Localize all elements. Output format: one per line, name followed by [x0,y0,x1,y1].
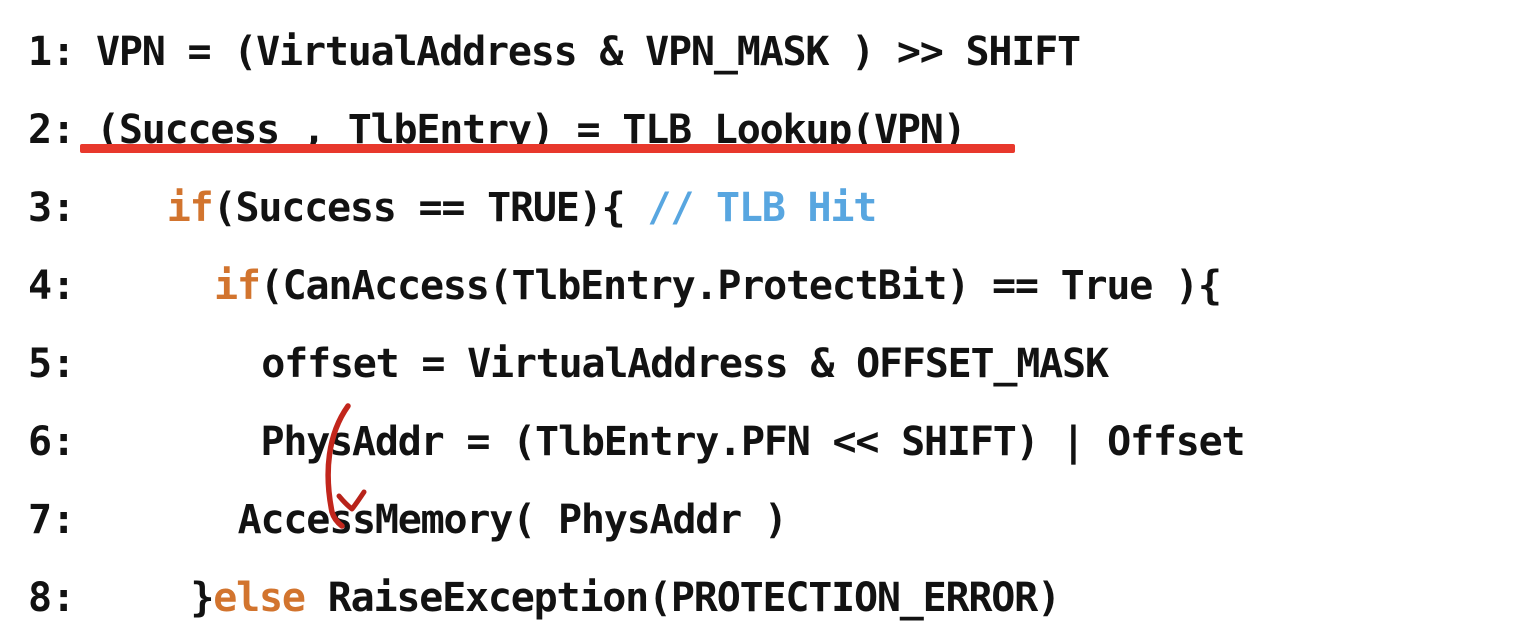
code-line-text: }else RaiseException(PROTECTION_ERROR) [190,575,1061,621]
code-line-text: if(Success == TRUE){ // TLB Hit [166,185,878,231]
code-line-text: VPN = (VirtualAddress & VPN_MASK ) >> SH… [96,29,1081,75]
code-token-keyword: if [214,263,261,309]
code-line: 7: AccessMemory( PhysAddr ) [0,480,1526,560]
code-token-plain: (CanAccess(TlbEntry.ProtectBit) == True … [259,263,1222,309]
code-token-comment: // TLB Hit [647,185,877,231]
code-line: 8:}else RaiseException(PROTECTION_ERROR) [0,558,1526,638]
line-number: 6: [28,419,76,465]
code-token-plain: VPN = (VirtualAddress & VPN_MASK ) >> SH… [96,29,1081,75]
code-line-text: if(CanAccess(TlbEntry.ProtectBit) == Tru… [214,263,1222,309]
code-line: 2:(Success , TlbEntry) = TLB_Lookup(VPN) [0,90,1526,170]
code-token-plain: } [190,575,214,621]
code-line: 6: PhysAddr = (TlbEntry.PFN << SHIFT) | … [0,402,1526,482]
code-line-text: offset = VirtualAddress & OFFSET_MASK [261,341,1109,387]
line-number: 3: [28,185,76,231]
code-token-plain: (Success == TRUE){ [212,185,648,231]
code-line: 4: if(CanAccess(TlbEntry.ProtectBit) == T… [0,246,1526,326]
line-number: 1: [28,29,76,75]
red-underline-annotation [80,144,1015,153]
code-token-plain: offset = VirtualAddress & OFFSET_MASK [261,341,1109,387]
code-token-keyword: if [166,185,214,231]
line-number: 2: [28,107,76,153]
line-number: 8: [28,575,76,621]
code-line: 3: if(Success == TRUE){ // TLB Hit [0,168,1526,248]
line-number: 7: [28,497,76,543]
code-token-plain: RaiseException(PROTECTION_ERROR) [304,575,1061,621]
line-number: 5: [28,341,76,387]
code-line-text: PhysAddr = (TlbEntry.PFN << SHIFT) | Off… [238,419,1245,465]
code-line-text: AccessMemory( PhysAddr ) [237,497,788,543]
code-line: 1: VPN = (VirtualAddress & VPN_MASK ) >> … [0,12,1526,92]
code-token-keyword: else [213,575,306,621]
code-token-plain: PhysAddr = (TlbEntry.PFN << SHIFT) | Off… [237,419,1245,465]
code-line: 5: offset = VirtualAddress & OFFSET_MASK [0,324,1526,404]
line-number: 4: [28,263,76,309]
code-token-plain: AccessMemory( PhysAddr ) [237,497,788,543]
